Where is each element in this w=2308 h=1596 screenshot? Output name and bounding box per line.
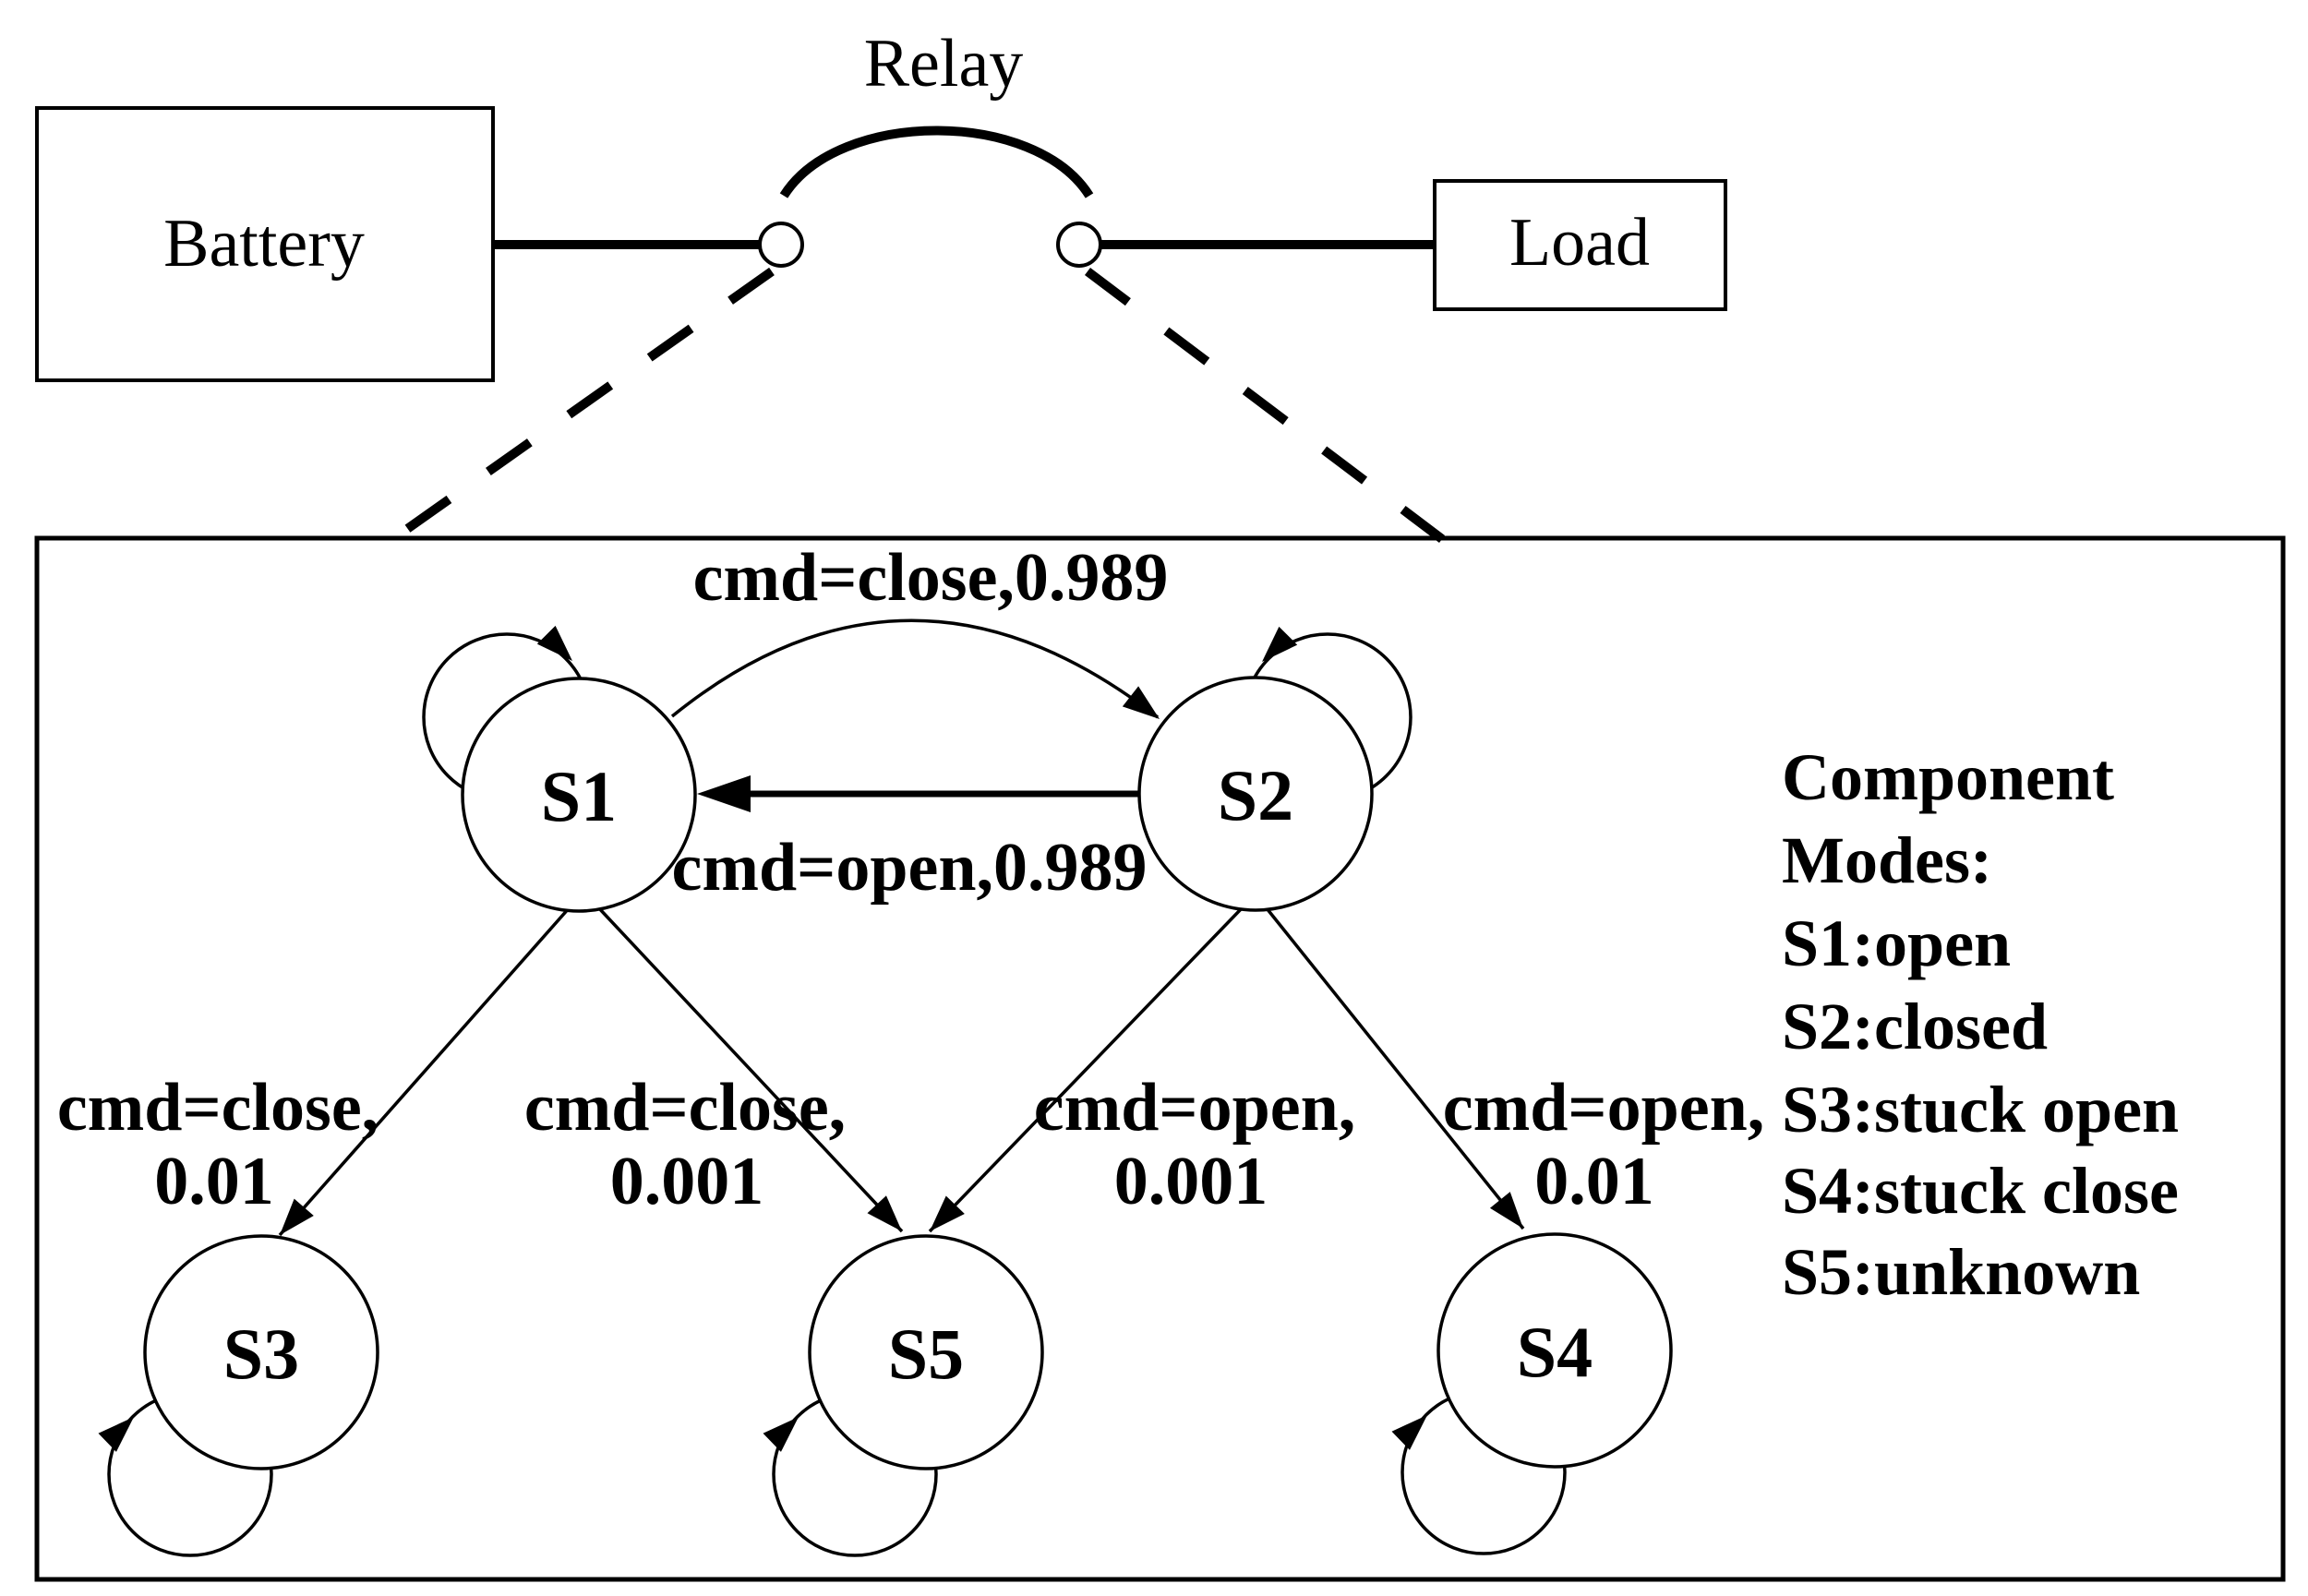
relay-contact-left <box>758 222 804 268</box>
legend-item-s2-closed: S2:closed <box>1782 990 2048 1063</box>
arrowhead-s1-to-s2 <box>1122 686 1160 719</box>
state-label-s4: S4 <box>1517 1312 1593 1392</box>
arrowhead-self-loop-s4 <box>1391 1415 1427 1450</box>
arrowhead-self-loop-s1 <box>536 625 572 661</box>
state-circle-s4 <box>1436 1232 1673 1469</box>
arrowhead-s1-to-s3 <box>280 1198 314 1235</box>
legend-title-line1: Component <box>1782 740 2114 814</box>
state-circle-s5 <box>808 1234 1044 1470</box>
transition-s2-to-s4-line <box>1265 906 1525 1230</box>
transition-label-s2-to-s5-line2: 0.001 <box>1114 1144 1268 1219</box>
arrowhead-s2-to-s5 <box>930 1195 965 1231</box>
state-label-s5: S5 <box>888 1314 964 1394</box>
legend-title-line2: Modes: <box>1782 823 1992 897</box>
legend-item-s5-unknown: S5:unknown <box>1782 1235 2140 1309</box>
state-circle-s2 <box>1137 676 1374 912</box>
state-circle-s1 <box>461 677 697 913</box>
transition-label-s2-to-s4-line2: 0.01 <box>1534 1144 1654 1219</box>
transition-label-s2-to-s4-line1: cmd=open, <box>1443 1070 1764 1146</box>
transition-s1-to-s5-line <box>596 906 904 1233</box>
state-machine-box <box>34 535 2286 1582</box>
relay-switch-arc <box>779 126 1094 198</box>
arrowhead-s2-to-s1 <box>697 775 751 812</box>
transition-label-s2-to-s5-line1: cmd=open, <box>1034 1070 1355 1146</box>
state-label-s1: S1 <box>541 756 617 836</box>
state-label-s2: S2 <box>1218 755 1293 835</box>
legend-item-s3-stuck-open: S3:stuck open <box>1782 1073 2179 1146</box>
transition-label-s2-to-s1: cmd=open,0.989 <box>672 830 1148 906</box>
arrowhead-self-loop-s2 <box>1262 626 1298 662</box>
relay-label: Relay <box>864 26 1024 102</box>
transition-label-s1-to-s5-line1: cmd=close, <box>524 1070 846 1146</box>
legend-item-s4-stuck-close: S4:stuck close <box>1782 1154 2179 1228</box>
transition-s1-to-s3-line <box>278 906 571 1237</box>
battery-label: Battery <box>163 206 365 282</box>
load-label: Load <box>1509 205 1650 281</box>
transition-label-s1-to-s2: cmd=close,0.989 <box>693 540 1169 616</box>
arrowhead-s1-to-s5 <box>867 1195 902 1231</box>
callout-dash-left <box>382 267 775 549</box>
callout-dash-right <box>1084 268 1446 543</box>
state-circle-s3 <box>143 1234 379 1470</box>
legend-item-s1-open: S1:open <box>1782 906 2011 980</box>
state-label-s3: S3 <box>223 1314 299 1394</box>
transition-label-s1-to-s3-line1: cmd=close, <box>57 1070 379 1146</box>
arrowhead-self-loop-s5 <box>763 1417 799 1452</box>
load-box <box>1433 179 1727 311</box>
relay-contact-right <box>1056 222 1102 268</box>
arrowhead-s2-to-s4 <box>1489 1192 1523 1229</box>
transition-s2-to-s5-line <box>928 906 1244 1233</box>
arrowhead-self-loop-s3 <box>98 1417 134 1452</box>
transition-s1-to-s2-curve <box>670 618 1160 719</box>
transition-label-s1-to-s5-line2: 0.001 <box>610 1144 764 1219</box>
transition-label-s1-to-s3-line2: 0.01 <box>154 1144 274 1219</box>
